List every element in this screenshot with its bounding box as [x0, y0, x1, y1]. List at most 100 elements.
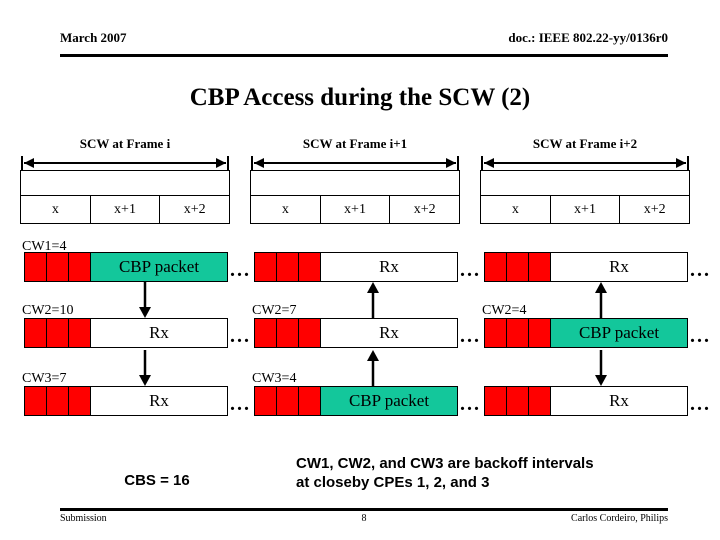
cw-label-cw3-c2: CW3=4	[252, 371, 297, 386]
cw-label-cw3-c1: CW3=7	[22, 371, 67, 386]
timeline-bar-r3c2: CBP packet	[254, 386, 458, 416]
scw-cell-x: x	[21, 196, 91, 223]
arrow-up-icon-c3-r2r1	[594, 282, 608, 318]
scw-cell-x2: x+2	[413, 201, 436, 217]
backoff-slot	[25, 319, 47, 347]
timeline-bar-r2c1: Rx	[24, 318, 228, 348]
scw-cell-x1: x+1	[321, 196, 391, 223]
timeline-bar-r2c3: CBP packet	[484, 318, 688, 348]
scw-cell-x2: x+2	[643, 201, 666, 217]
scw-span-arrow-icon	[250, 156, 460, 170]
slide-footer: Submission 8 Carlos Cordeiro, Philips	[60, 508, 668, 531]
footer-author: Carlos Cordeiro, Philips	[571, 513, 668, 524]
backoff-slot	[47, 253, 69, 281]
backoff-slot	[47, 319, 69, 347]
scw-frame-group-3: SCW at Frame i+2 x x+1 x+2	[480, 136, 690, 228]
timeline-bar-r2c2: Rx	[254, 318, 458, 348]
scw-frame-box: x x+1 x+2	[250, 170, 460, 224]
footer-submission: Submission	[60, 513, 107, 524]
payload-rx: Rx	[551, 253, 687, 281]
scw-frame-caption: SCW at Frame i+1	[302, 136, 408, 151]
scw-frame-caption: SCW at Frame i	[79, 136, 171, 151]
arrow-down-icon-c1-r2r3	[138, 350, 152, 386]
ellipsis-r1-1: ...	[230, 259, 251, 281]
backoff-slot	[277, 319, 299, 347]
scw-span-arrow-icon	[20, 156, 230, 170]
ellipsis-r3-1: ...	[230, 393, 251, 415]
scw-cell-x2: x+2	[183, 201, 206, 217]
arrow-up-icon-c2-r2r1	[366, 282, 380, 318]
payload-cbp-packet: CBP packet	[321, 387, 457, 415]
scw-frame-box: x x+1 x+2	[480, 170, 690, 224]
payload-rx: Rx	[321, 319, 457, 347]
scw-cell-x1: x+1	[91, 196, 161, 223]
ellipsis-r3-3: ...	[690, 393, 711, 415]
backoff-slot	[47, 387, 69, 415]
backoff-note-line1: CW1, CW2, and CW3 are backoff intervals	[296, 455, 594, 472]
backoff-slot	[25, 387, 47, 415]
scw-frame-box: x x+1 x+2	[20, 170, 230, 224]
backoff-slot	[25, 253, 47, 281]
backoff-slot	[277, 387, 299, 415]
backoff-slot	[299, 319, 321, 347]
payload-rx: Rx	[321, 253, 457, 281]
backoff-slot	[529, 253, 551, 281]
backoff-slot	[255, 319, 277, 347]
backoff-slot	[507, 387, 529, 415]
backoff-slot	[69, 319, 91, 347]
header-doc-id: doc.: IEEE 802.22-yy/0136r0	[508, 30, 668, 45]
backoff-slot	[299, 253, 321, 281]
scw-cell-x: x	[481, 196, 551, 223]
cw-label-cw2-c1: CW2=10	[22, 303, 74, 318]
timeline-bar-r1c2: Rx	[254, 252, 458, 282]
payload-rx: Rx	[91, 387, 227, 415]
cbs-note: CBS = 16	[124, 472, 190, 489]
scw-cell-x: x	[251, 196, 321, 223]
arrow-down-icon-c3-r2r3	[594, 350, 608, 386]
ellipsis-r2-1: ...	[230, 325, 251, 347]
scw-frame-cells: x x+1 x+2	[21, 195, 229, 223]
timeline-bar-r1c1: CBP packet	[24, 252, 228, 282]
backoff-slot	[277, 253, 299, 281]
ellipsis-r1-3: ...	[690, 259, 711, 281]
backoff-slot	[255, 387, 277, 415]
backoff-note: CW1, CW2, and CW3 are backoff intervals …	[296, 455, 708, 493]
cw-label-cw1: CW1=4	[22, 239, 67, 254]
footer-page-number: 8	[361, 513, 367, 524]
backoff-slot	[299, 387, 321, 415]
cw-label-cw2-c3: CW2=4	[482, 303, 527, 318]
scw-frame-caption: SCW at Frame i+2	[532, 136, 638, 151]
backoff-note-line2: at closeby CPEs 1, 2, and 3	[296, 473, 490, 491]
backoff-slot	[255, 253, 277, 281]
backoff-slot	[69, 387, 91, 415]
payload-rx: Rx	[91, 319, 227, 347]
timeline-bar-r3c1: Rx	[24, 386, 228, 416]
scw-frame-group-2: SCW at Frame i+1 x x+1 x+2	[250, 136, 460, 228]
ellipsis-r1-2: ...	[460, 259, 481, 281]
backoff-slot	[507, 253, 529, 281]
backoff-slot	[529, 319, 551, 347]
payload-rx: Rx	[551, 387, 687, 415]
scw-frame-cells: x x+1 x+2	[251, 195, 459, 223]
scw-span-arrow-icon	[480, 156, 690, 170]
timeline-bar-r3c3: Rx	[484, 386, 688, 416]
backoff-slot	[69, 253, 91, 281]
arrow-up-icon-c2-r3r2	[366, 350, 380, 386]
payload-cbp-packet: CBP packet	[91, 253, 227, 281]
backoff-slot	[507, 319, 529, 347]
ellipsis-r2-3: ...	[690, 325, 711, 347]
timeline-bar-r1c3: Rx	[484, 252, 688, 282]
scw-frame-group-1: SCW at Frame i x x+1 x+2	[20, 136, 230, 228]
cw-label-cw2-c2: CW2=7	[252, 303, 297, 318]
slide-header: March 2007 doc.: IEEE 802.22-yy/0136r0	[60, 30, 668, 57]
ellipsis-r2-2: ...	[460, 325, 481, 347]
backoff-slot	[529, 387, 551, 415]
header-date: March 2007	[60, 30, 127, 45]
scw-frame-cells: x x+1 x+2	[481, 195, 689, 223]
ellipsis-r3-2: ...	[460, 393, 481, 415]
backoff-slot	[485, 253, 507, 281]
arrow-down-icon-c1-r1r2	[138, 282, 152, 318]
backoff-slot	[485, 387, 507, 415]
page-title: CBP Access during the SCW (2)	[189, 84, 531, 111]
payload-cbp-packet: CBP packet	[551, 319, 687, 347]
